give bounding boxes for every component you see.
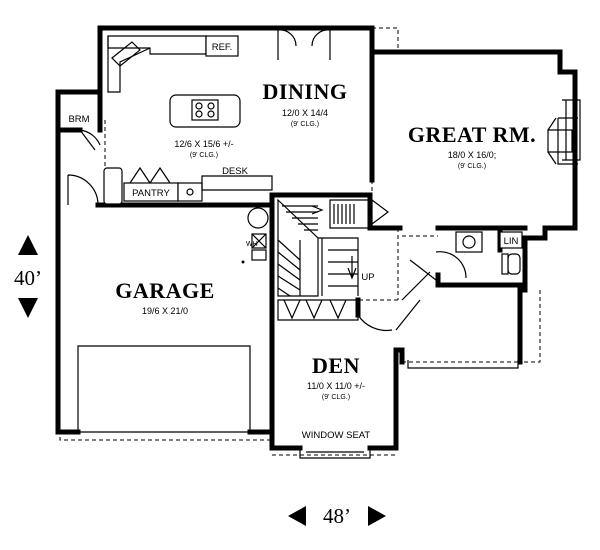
window-seat-label: WINDOW SEAT [302, 430, 371, 441]
great-room-name: GREAT RM. [408, 122, 536, 147]
bath-fixtures [455, 231, 523, 275]
up-label: UP [361, 272, 374, 283]
room-labels: DINING 12/0 X 14/4 (9' CLG.) 12/6 X 15/6… [115, 79, 536, 401]
dining-clg: (9' CLG.) [291, 121, 319, 128]
garage-dim: 19/6 X 21/0 [142, 306, 188, 316]
fireplace [547, 117, 578, 165]
dashed-lines [59, 27, 541, 456]
depth-dimension: 40’ [14, 266, 42, 290]
desk-label: DESK [222, 166, 249, 177]
pantry-label: PANTRY [132, 188, 170, 199]
garage-fixtures: WH [77, 207, 269, 433]
arrow-right-icon [368, 506, 386, 526]
kitchen-clg: (9' CLG.) [190, 152, 218, 159]
garage-name: GARAGE [115, 278, 215, 303]
den-clg: (9' CLG.) [322, 394, 350, 401]
brm-label: BRM [68, 114, 89, 125]
den-doors [277, 251, 467, 332]
svg-text:WH: WH [246, 241, 258, 248]
dining-dim: 12/0 X 14/4 [282, 108, 328, 118]
stairs [277, 198, 389, 297]
den-dim: 11/0 X 11/0 +/- [307, 381, 365, 391]
great-room-dim: 18/0 X 16/0; [448, 150, 497, 160]
width-dimension: 48’ [323, 504, 351, 528]
fixture-labels: REF. BRM PANTRY DESK LIN UP WINDOW SEAT [68, 42, 518, 441]
kitchen-dim: 12/6 X 15/6 +/- [174, 139, 233, 149]
arrow-down-icon [18, 298, 38, 318]
great-room-clg: (9' CLG.) [458, 163, 486, 170]
dining-name: DINING [263, 79, 348, 104]
kitchen-fixtures [67, 29, 331, 206]
arrow-left-icon [288, 506, 306, 526]
arrow-up-icon [18, 235, 38, 255]
lin-label: LIN [504, 236, 519, 247]
overall-dimensions: 40’ 48’ [14, 235, 386, 528]
ref-label: REF. [212, 42, 233, 53]
den-name: DEN [312, 353, 360, 378]
